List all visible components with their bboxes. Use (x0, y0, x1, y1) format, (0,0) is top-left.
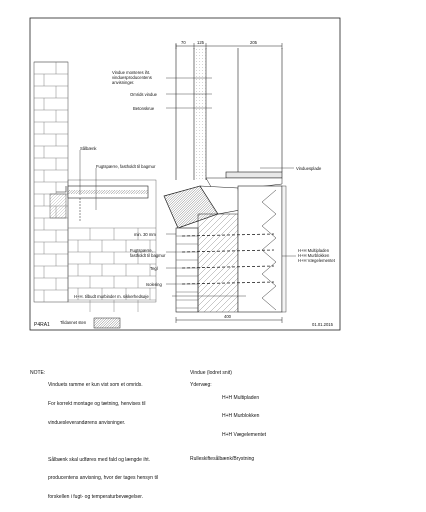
ydervaeg-label: Ydervæg: (190, 382, 212, 389)
notes-right: Vindue (lodret snit) Ydervæg: H+H Multip… (190, 370, 266, 463)
brick-elevation-left (33, 61, 69, 303)
ydervaeg-item-1: H+H Multipladen (222, 394, 260, 401)
dim-70: 70 (181, 40, 186, 45)
wall-section-upper (175, 44, 283, 180)
label-vinduesplade: Vinduesplade (296, 166, 322, 171)
label-fugtspaerre-bottom-1: Fugtspærre, (130, 248, 153, 253)
dimension-top: 70 125 205 (175, 40, 283, 49)
label-fugtspaerre-top: Fugtspærre, fastholdt til bagmur (96, 164, 156, 169)
labels: Vindue monteres iht. vinduesproducentens… (74, 70, 336, 299)
label-omrids-vindue: Omrids vindue (130, 92, 158, 97)
section-drawing: 70 125 205 400 Vindue monteres iht. vind… (29, 17, 341, 331)
note2-line-2: producentens anvisning, hvor der tages h… (48, 475, 159, 482)
label-betonskrue: Betonskrue (133, 106, 155, 111)
label-hh-vaegelementet: H+H Vægelementet (298, 258, 336, 263)
dim-400: 400 (224, 314, 232, 319)
label-tegl: Tegl (150, 266, 158, 271)
label-min-30mm: min. 30 mm (134, 232, 156, 237)
label-hh-murblokken: H+H Murblokken (298, 253, 330, 258)
label-vindue-monteres-2: vinduesproducentens (112, 75, 152, 80)
ydervaeg-item-2: H+H Murblokken (222, 413, 260, 420)
drawing-date: 01.01.2015 (312, 322, 334, 327)
note-line-2: For korrekt montage og tætning, henvises… (48, 401, 146, 408)
label-vindue-monteres-3: anvisninger. (112, 80, 134, 85)
ydervaeg-item-3: H+H Vægelementet (222, 431, 267, 438)
notes-left: NOTE: Vinduets ramme er kun vist som et … (30, 370, 158, 512)
wall-ties (181, 233, 275, 285)
label-hh-bindere: H+H. tilbudt murbinder m. sikkerhedsøje (74, 294, 149, 299)
footer-text: Rulleskiftesålbænk/Brystning (190, 456, 255, 463)
drawing-code: P4RA1 (34, 322, 50, 328)
wall-tie (181, 281, 275, 285)
wall-section-lower (175, 185, 287, 313)
label-tildannet-sten: Tildannet sten (60, 320, 87, 325)
note2-line-3: forskellen i fugt- og temperaturbevægels… (48, 493, 144, 500)
legend-tildannet-sten: Tildannet sten (60, 317, 121, 329)
label-fugtspaerre-bottom-2: fastholdt til bagmur (130, 253, 166, 258)
brick-elevation-mid (67, 179, 157, 312)
note-line-1: Vinduets ramme er kun vist som et omrids… (48, 382, 143, 389)
note-label: NOTE: (30, 370, 46, 376)
dim-205: 205 (250, 40, 258, 45)
dim-125: 125 (197, 40, 205, 45)
drawing-frame (29, 17, 341, 331)
right-title: Vindue (lodret snit) (190, 370, 232, 376)
label-hh-multipladen: H+H Multipladen (298, 248, 330, 253)
sill-elevation (49, 185, 149, 222)
dimension-bottom: 400 (175, 314, 283, 323)
wall-tie (181, 233, 275, 237)
note2-line-1: Sålbænk skal udføres med fald og længde … (48, 456, 150, 463)
leaders (79, 77, 296, 297)
wall-tie (181, 265, 275, 269)
note-line-3: vinduesleverandørens anvisninger. (48, 419, 126, 426)
label-vindue-monteres-1: Vindue monteres iht. (112, 70, 150, 75)
wall-tie (181, 249, 275, 253)
label-isolering: Isolering (146, 282, 162, 287)
label-saalbaenk: Sålbænk (80, 146, 97, 151)
